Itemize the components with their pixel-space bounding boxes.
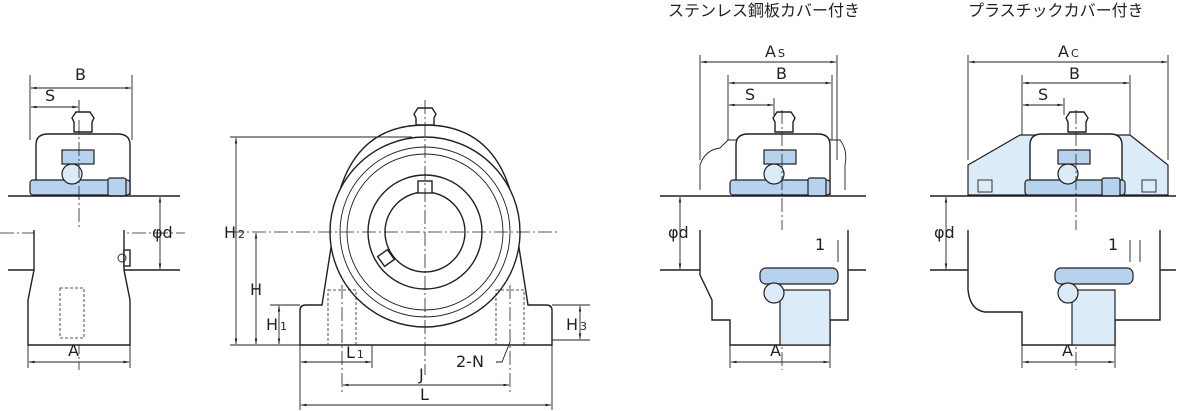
label-2-N: 2-N — [456, 352, 484, 371]
label-S-stainless: S — [745, 85, 755, 104]
label-A: A — [68, 341, 79, 360]
label-L: L — [420, 385, 429, 404]
label-d: φd — [152, 223, 173, 242]
label-B-stainless: B — [776, 64, 787, 83]
label-J: J — [418, 365, 424, 384]
label-gap-plastic: 1 — [1108, 235, 1118, 254]
label-d-plastic: φd — [934, 223, 955, 242]
label-S: S — [45, 86, 55, 105]
label-B-plastic: B — [1069, 64, 1080, 83]
label-gap-stainless: 1 — [815, 235, 825, 254]
side-view: B S A φd — [0, 65, 185, 370]
label-H: H — [250, 280, 262, 299]
label-A-stainless: A — [770, 341, 781, 360]
label-d-stainless: φd — [668, 223, 689, 242]
title-plastic-cover: プラスチックカバー付き — [968, 1, 1144, 20]
title-stainless-cover: ステンレス鋼板カバー付き — [668, 1, 860, 20]
label-S-plastic: S — [1038, 85, 1048, 104]
label-A-plastic: A — [1062, 341, 1073, 360]
label-B: B — [75, 65, 86, 84]
